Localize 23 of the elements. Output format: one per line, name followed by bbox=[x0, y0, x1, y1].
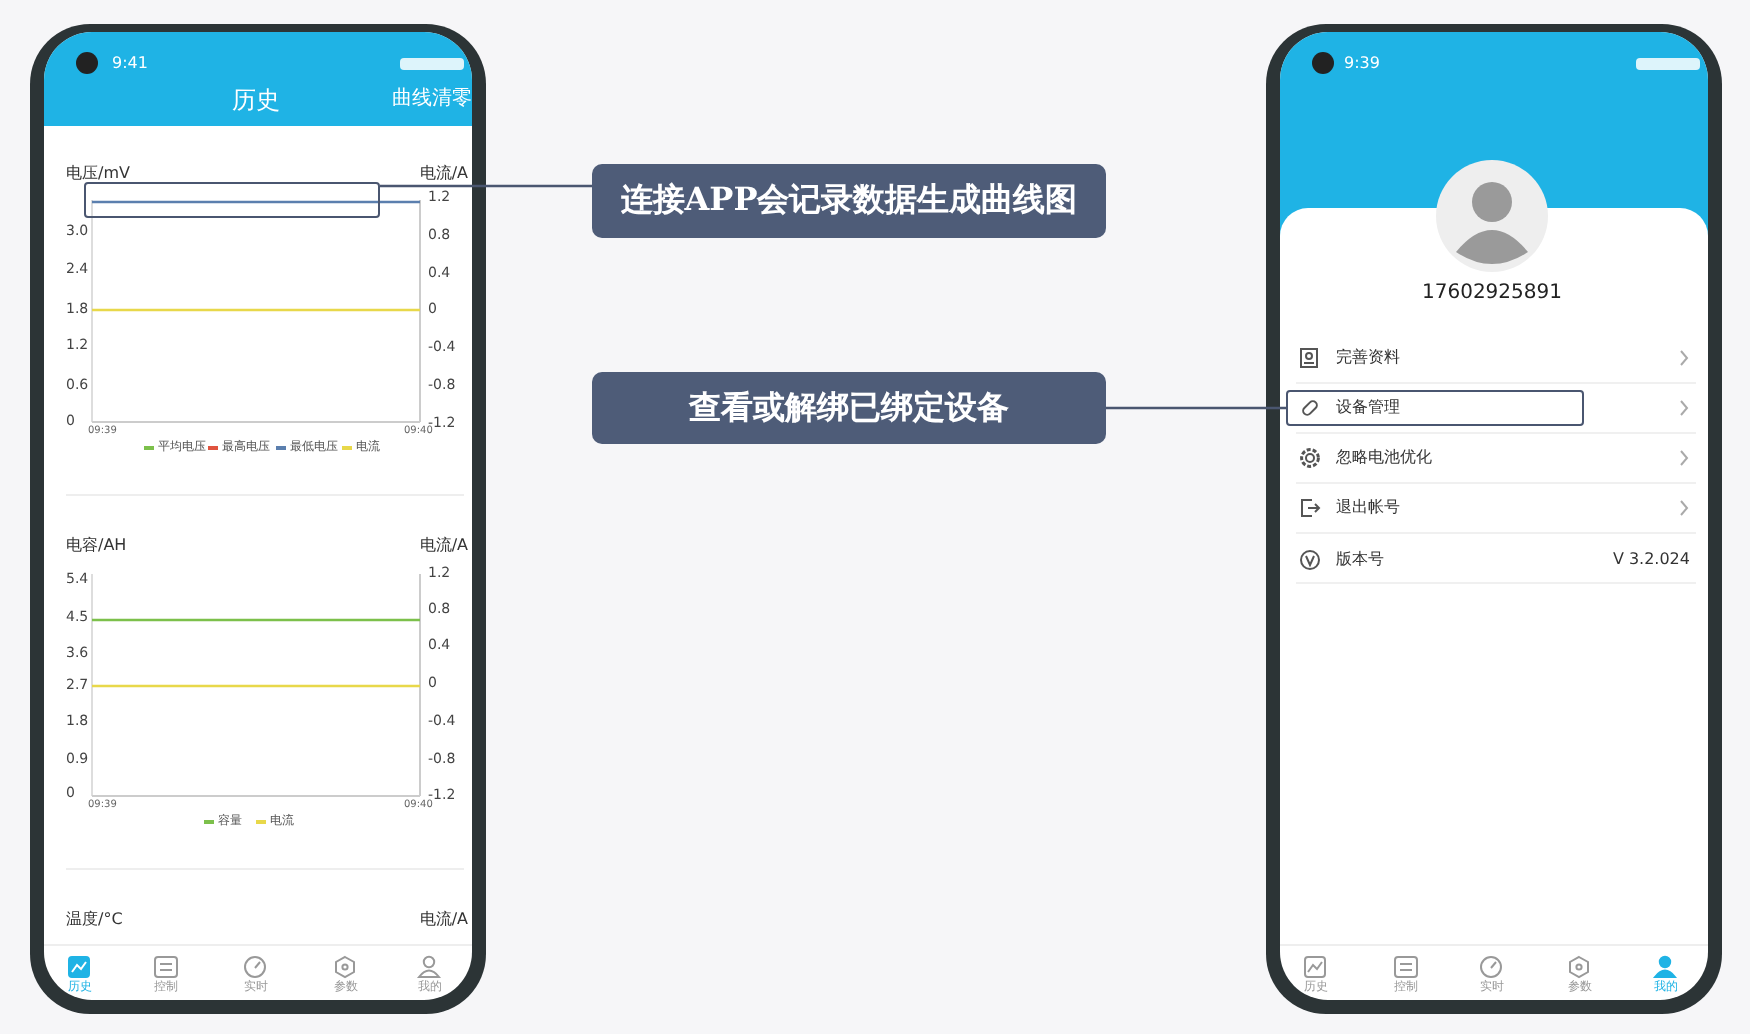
phone-number: 17602925891 bbox=[1422, 284, 1562, 304]
leader-line bbox=[1106, 406, 1286, 410]
axis-title: 电流/A bbox=[419, 166, 468, 182]
menu-item-text: 设备管理 bbox=[1336, 400, 1400, 416]
menu-item-text: 完善资料 bbox=[1336, 350, 1400, 366]
menu-item-text: 版本号 bbox=[1336, 552, 1384, 568]
status-time: 9:41 bbox=[112, 56, 148, 72]
highlight-box bbox=[1286, 390, 1584, 426]
axis-title: 温度/°C bbox=[66, 912, 123, 928]
axis-title: 电流/A bbox=[419, 912, 468, 928]
header-link: 曲线清零 bbox=[392, 90, 472, 110]
menu-item-text: 退出帐号 bbox=[1336, 500, 1400, 516]
callout-box: 连接APP会记录数据生成曲线图 bbox=[592, 164, 1106, 238]
version-number: V 3.2.024 bbox=[1612, 552, 1690, 568]
screen-title: 历史 bbox=[232, 88, 280, 112]
highlight-box bbox=[84, 182, 380, 218]
callout-box: 查看或解绑已绑定设备 bbox=[592, 372, 1106, 444]
status-time: 9:39 bbox=[1344, 56, 1380, 72]
axis-title: 电流/A bbox=[419, 538, 468, 554]
axis-title: 电容/AH bbox=[66, 538, 127, 554]
leader-line bbox=[380, 184, 592, 188]
axis-title: 电压/mV bbox=[66, 166, 130, 182]
menu-item-text: 忽略电池优化 bbox=[1336, 450, 1432, 466]
